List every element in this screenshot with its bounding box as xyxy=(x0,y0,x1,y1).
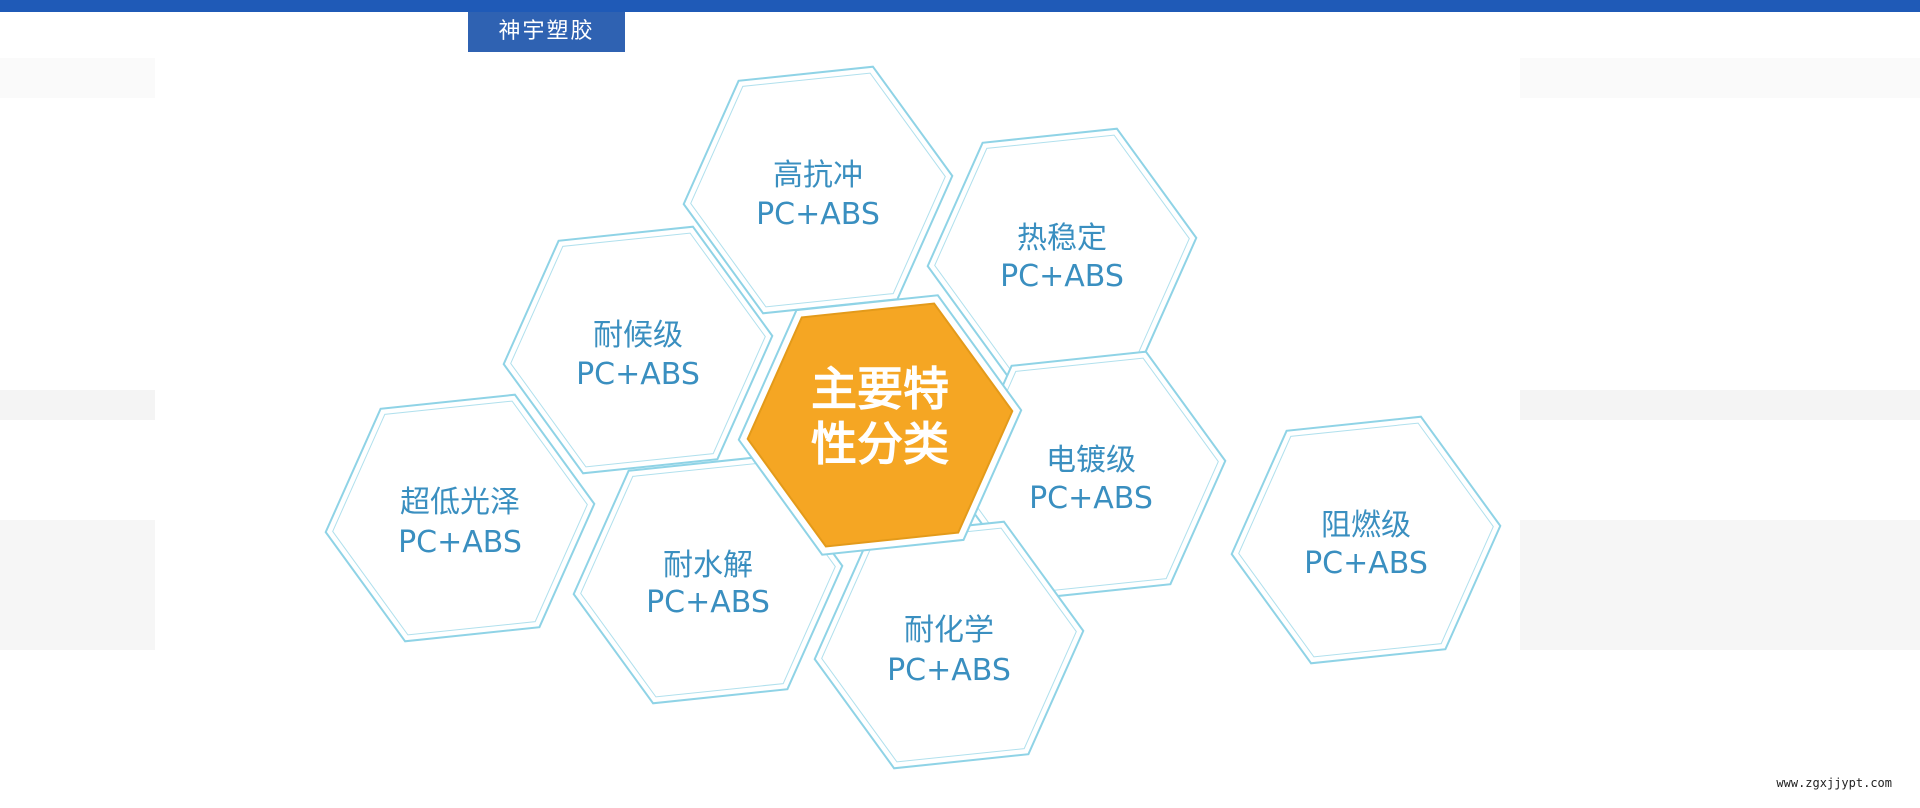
hex-title: 耐候级 xyxy=(593,318,683,353)
hex-outline-weather-resistant-inner xyxy=(510,232,766,468)
hex-outline-chemical-resistant xyxy=(813,520,1085,770)
hex-item-flame-retardant: 阻燃级 PC+ABS xyxy=(1304,508,1428,581)
hex-outline-high-impact-inner xyxy=(690,72,946,308)
center-title-line2: 性分类 xyxy=(811,417,949,471)
hex-title: 超低光泽 xyxy=(400,485,520,520)
hex-outline-chemical-resistant-inner xyxy=(821,527,1077,763)
hex-title: 耐水解 xyxy=(663,548,753,583)
hex-item-heat-stable: 热稳定 PC+ABS xyxy=(1000,221,1124,294)
hex-title: 耐化学 xyxy=(904,613,994,648)
hex-subtitle: PC+ABS xyxy=(887,653,1011,688)
hex-subtitle: PC+ABS xyxy=(1304,546,1428,581)
hex-subtitle: PC+ABS xyxy=(576,357,700,392)
hex-subtitle: PC+ABS xyxy=(1029,481,1153,516)
hex-item-weather-resistant: 耐候级 PC+ABS xyxy=(576,318,700,392)
hex-item-ultra-low-gloss: 超低光泽 PC+ABS xyxy=(398,485,522,560)
hex-subtitle: PC+ABS xyxy=(646,585,770,620)
hex-outline-ultra-low-gloss-inner xyxy=(332,400,588,636)
hex-title: 电镀级 xyxy=(1046,443,1136,478)
center-title-line1: 主要特 xyxy=(811,362,949,416)
hex-subtitle: PC+ABS xyxy=(756,197,880,232)
hex-fill-center xyxy=(746,302,1014,548)
hex-outline-ultra-low-gloss xyxy=(324,393,596,643)
hex-outline-weather-resistant xyxy=(502,225,774,475)
hex-item-hydrolysis-resistant: 耐水解 PC+ABS xyxy=(646,548,770,620)
hex-title: 热稳定 xyxy=(1017,221,1107,256)
hex-center: 主要特 性分类 xyxy=(811,362,949,471)
brand-tab: 神宇塑胶 xyxy=(468,12,625,52)
hex-title: 高抗冲 xyxy=(773,158,863,193)
hex-subtitle: PC+ABS xyxy=(398,525,522,560)
hex-item-high-impact: 高抗冲 PC+ABS xyxy=(756,158,880,232)
hex-outline-flame-retardant xyxy=(1230,415,1502,665)
hex-item-chemical-resistant: 耐化学 PC+ABS xyxy=(887,613,1011,688)
watermark-url: www.zgxjjypt.com xyxy=(1776,776,1892,790)
hex-subtitle: PC+ABS xyxy=(1000,259,1124,294)
hex-item-electroplating: 电镀级 PC+ABS xyxy=(1029,443,1153,516)
hex-title: 阻燃级 xyxy=(1321,508,1411,543)
hex-outline-flame-retardant-inner xyxy=(1238,422,1494,658)
top-bar xyxy=(0,0,1920,12)
